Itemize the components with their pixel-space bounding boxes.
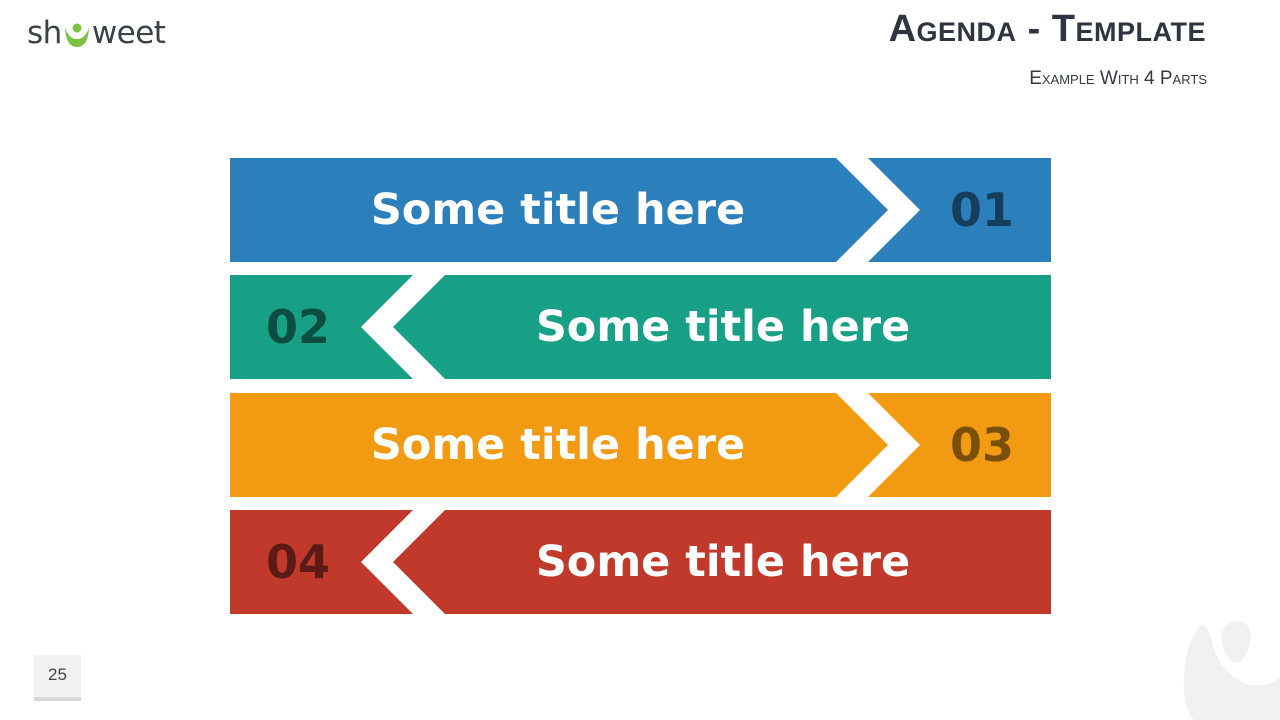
page-title: Agenda - Template	[888, 8, 1206, 50]
slide-number: 25	[34, 655, 81, 701]
watermark-logo-icon	[1183, 621, 1280, 720]
agenda-item-title: Some title here	[370, 420, 746, 470]
logo-text-end: weet	[91, 15, 166, 51]
page-subtitle: Example With 4 Parts	[1029, 68, 1207, 89]
agenda-item-number: 01	[949, 183, 1014, 237]
agenda-item-number: 04	[265, 535, 330, 589]
agenda-item-title: Some title here	[370, 185, 746, 235]
agenda-item: Some title here 01	[230, 158, 1051, 262]
agenda-item: 02 Some title here	[230, 275, 1051, 379]
brand-logo: sh weet	[27, 14, 166, 52]
logo-text-start: sh	[27, 15, 62, 51]
agenda-item-number: 03	[949, 418, 1014, 472]
agenda-item-title: Some title here	[535, 537, 911, 587]
agenda-item: 04 Some title here	[230, 510, 1051, 614]
agenda-arrow-shape	[230, 158, 1051, 262]
agenda-arrow-shape	[230, 510, 1051, 614]
agenda-list: Some title here 01 02 Some title here So…	[230, 158, 1051, 614]
agenda-item: Some title here 03	[230, 393, 1051, 497]
agenda-item-title: Some title here	[535, 302, 911, 352]
agenda-arrow-shape	[230, 393, 1051, 497]
logo-mark-icon	[64, 23, 89, 47]
agenda-arrow-shape	[230, 275, 1051, 379]
agenda-item-number: 02	[265, 300, 330, 354]
